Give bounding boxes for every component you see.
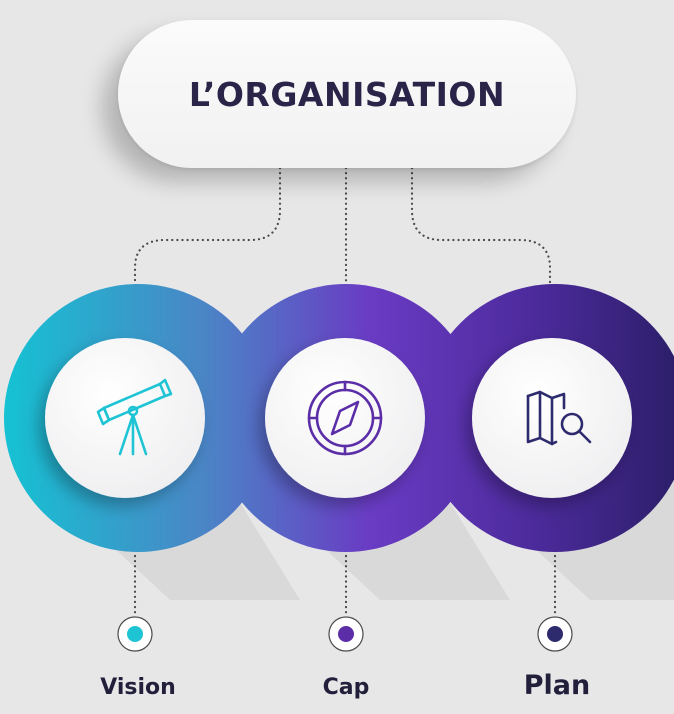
- connector-vision: [133, 166, 282, 302]
- markers: [117, 616, 573, 652]
- item-label-vision: Vision: [100, 675, 176, 700]
- title-pill: L’ORGANISATION: [118, 20, 576, 168]
- connector-plan: [410, 166, 552, 302]
- item-label-plan: Plan: [523, 670, 591, 701]
- marker-vision-dot: [127, 626, 143, 642]
- disc-vision: [45, 338, 205, 498]
- disc-cap: [265, 338, 425, 498]
- marker-cap-dot: [338, 626, 354, 642]
- telescope-icon: [96, 378, 173, 456]
- item-label-cap: Cap: [322, 675, 370, 700]
- connectors: [133, 166, 557, 618]
- map-search-icon: [526, 390, 592, 446]
- page-title: L’ORGANISATION: [188, 74, 506, 114]
- marker-plan-dot: [547, 626, 563, 642]
- compass-icon: [307, 380, 383, 456]
